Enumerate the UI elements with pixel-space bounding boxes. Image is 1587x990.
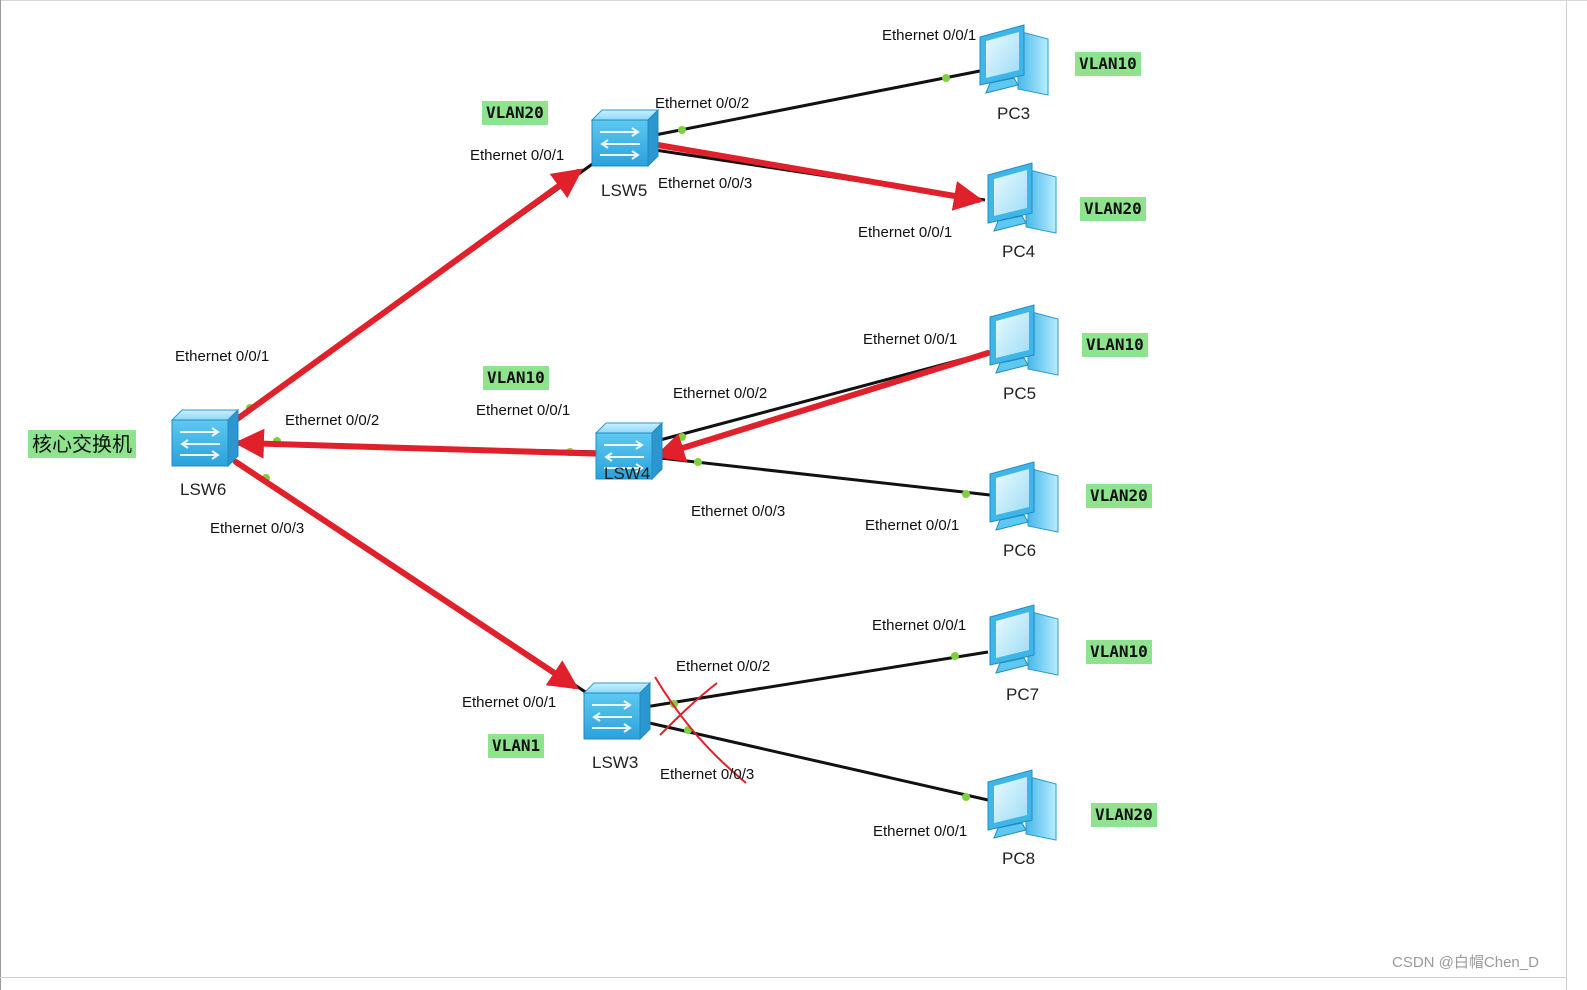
arrow-pc5-to-lsw4 <box>654 350 991 463</box>
frame-bottom <box>0 977 1567 978</box>
port-dot <box>951 652 959 660</box>
port-label-lsw6-e3: Ethernet 0/0/3 <box>210 520 305 537</box>
port-label-lsw5-e3: Ethernet 0/0/3 <box>658 175 753 192</box>
switch-name-lsw3: LSW3 <box>592 753 639 772</box>
vlan-tag-lsw4: VLAN10 <box>483 366 549 390</box>
switch-name-lsw5: LSW5 <box>601 181 648 200</box>
port-dot <box>962 490 970 498</box>
pc-pc6[interactable] <box>989 461 1059 533</box>
port-label-pc7-e1: Ethernet 0/0/1 <box>872 617 967 634</box>
vlan-tag-pc4: VLAN20 <box>1080 197 1146 221</box>
port-label-lsw3-e1: Ethernet 0/0/1 <box>462 694 557 711</box>
switch-lsw5[interactable] <box>590 108 660 168</box>
core-switch-label: 核心交换机 <box>28 430 136 458</box>
pc-name-pc8: PC8 <box>1002 849 1036 868</box>
vlan-tag-pc8: VLAN20 <box>1091 803 1157 827</box>
port-label-lsw5-e2: Ethernet 0/0/2 <box>655 95 750 112</box>
port-label-pc6-e1: Ethernet 0/0/1 <box>865 517 960 534</box>
port-label-lsw4-e3: Ethernet 0/0/3 <box>691 503 786 520</box>
arrow-lsw6-to-lsw3 <box>233 459 580 690</box>
pc-pc4[interactable] <box>987 162 1057 234</box>
pc-pc8[interactable] <box>987 769 1057 841</box>
pc-name-pc6: PC6 <box>1003 541 1037 560</box>
port-label-lsw5-e1: Ethernet 0/0/1 <box>470 147 565 164</box>
frame-right <box>1566 0 1567 990</box>
pc-name-pc3: PC3 <box>997 104 1031 123</box>
pc-name-pc5: PC5 <box>1003 384 1037 403</box>
port-label-lsw3-e2: Ethernet 0/0/2 <box>676 658 771 675</box>
traffic-arrows <box>219 141 991 690</box>
vlan-tag-lsw3: VLAN1 <box>488 734 545 758</box>
port-label-pc4-e1: Ethernet 0/0/1 <box>858 224 953 241</box>
link-lsw3-pc8 <box>644 720 989 802</box>
frame-top <box>0 0 1587 1</box>
port-dot <box>694 458 702 466</box>
port-label-lsw4-e2: Ethernet 0/0/2 <box>673 385 768 402</box>
vlan-tag-pc3: VLAN10 <box>1075 52 1141 76</box>
vlan-tag-pc5: VLAN10 <box>1082 333 1148 357</box>
arrow-lsw6-to-lsw5 <box>219 168 583 433</box>
vlan-tag-lsw5: VLAN20 <box>482 101 548 125</box>
arrow-lsw4-to-lsw6 <box>234 428 613 459</box>
port-label-pc8-e1: Ethernet 0/0/1 <box>873 823 968 840</box>
switch-name-lsw4: LSW4 <box>604 464 651 483</box>
port-dot <box>678 433 686 441</box>
pc-name-pc7: PC7 <box>1006 685 1040 704</box>
port-dot <box>942 74 950 82</box>
switch-lsw6[interactable] <box>170 408 240 468</box>
port-dot <box>962 793 970 801</box>
pc-pc7[interactable] <box>989 604 1059 676</box>
watermark: CSDN @白帽Chen_D <box>1392 954 1539 971</box>
vlan-tag-pc6: VLAN20 <box>1086 484 1152 508</box>
port-label-pc5-e1: Ethernet 0/0/1 <box>863 331 958 348</box>
port-label-lsw4-e1: Ethernet 0/0/1 <box>476 402 571 419</box>
switch-lsw3[interactable] <box>582 681 652 741</box>
cross-mark <box>654 676 747 784</box>
arrow-lsw5-to-pc4 <box>649 141 984 211</box>
switch-lsw4[interactable] <box>594 421 664 481</box>
link-lsw4-pc6 <box>659 456 991 497</box>
port-label-pc3-e1: Ethernet 0/0/1 <box>882 27 977 44</box>
pc-pc3[interactable] <box>979 24 1049 96</box>
port-label-lsw6-e1: Ethernet 0/0/1 <box>175 348 270 365</box>
port-label-lsw3-e3: Ethernet 0/0/3 <box>660 766 755 783</box>
link-lsw5-pc3 <box>654 68 986 137</box>
port-label-lsw6-e2: Ethernet 0/0/2 <box>285 412 380 429</box>
switch-name-lsw6: LSW6 <box>180 480 227 499</box>
frame-left <box>0 0 1 990</box>
port-dot <box>678 126 686 134</box>
pc-name-pc4: PC4 <box>1002 242 1036 261</box>
vlan-tag-pc7: VLAN10 <box>1086 640 1152 664</box>
pc-pc5[interactable] <box>989 304 1059 376</box>
link-lsw3-pc7 <box>644 650 989 709</box>
